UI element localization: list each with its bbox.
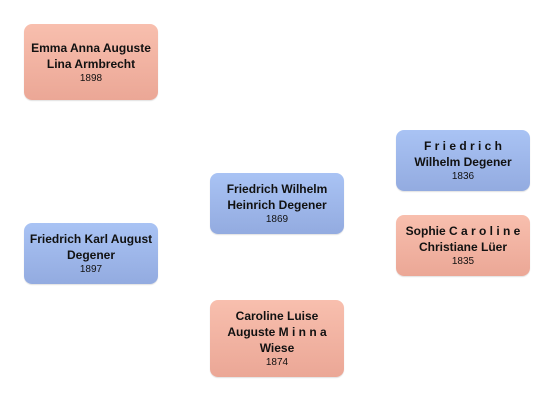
person-box-friedrich-karl-august-degener[interactable]: Friedrich Karl August Degener 1897 (24, 223, 158, 284)
person-year: 1836 (451, 171, 475, 182)
person-name: Emma Anna Auguste Lina Armbrecht (31, 40, 151, 71)
person-box-caroline-luise-auguste-minna-wiese[interactable]: Caroline Luise Auguste M i n n a Wiese 1… (210, 300, 344, 377)
person-year: 1874 (265, 357, 289, 368)
person-year: 1835 (451, 256, 475, 267)
person-name: Friedrich Karl August Degener (29, 232, 153, 262)
person-box-friedrich-wilhelm-degener[interactable]: F r i e d r i c h Wilhelm Degener 1836 (396, 130, 530, 191)
person-year: 1897 (79, 264, 103, 275)
person-box-sophie-caroline-christiane-lueer[interactable]: Sophie C a r o l i n e Christiane Lüer 1… (396, 215, 530, 276)
person-name: F r i e d r i c h Wilhelm Degener (414, 139, 512, 169)
person-year: 1869 (265, 214, 289, 225)
person-year: 1898 (79, 72, 103, 84)
person-box-friedrich-wilhelm-heinrich-degener[interactable]: Friedrich Wilhelm Heinrich Degener 1869 (210, 173, 344, 234)
person-name: Caroline Luise Auguste M i n n a Wiese (227, 309, 327, 355)
person-name: Friedrich Wilhelm Heinrich Degener (226, 182, 328, 212)
person-box-emma-anna-auguste-lina-armbrecht[interactable]: Emma Anna Auguste Lina Armbrecht 1898 (24, 24, 158, 100)
person-name: Sophie C a r o l i n e Christiane Lüer (405, 224, 521, 254)
